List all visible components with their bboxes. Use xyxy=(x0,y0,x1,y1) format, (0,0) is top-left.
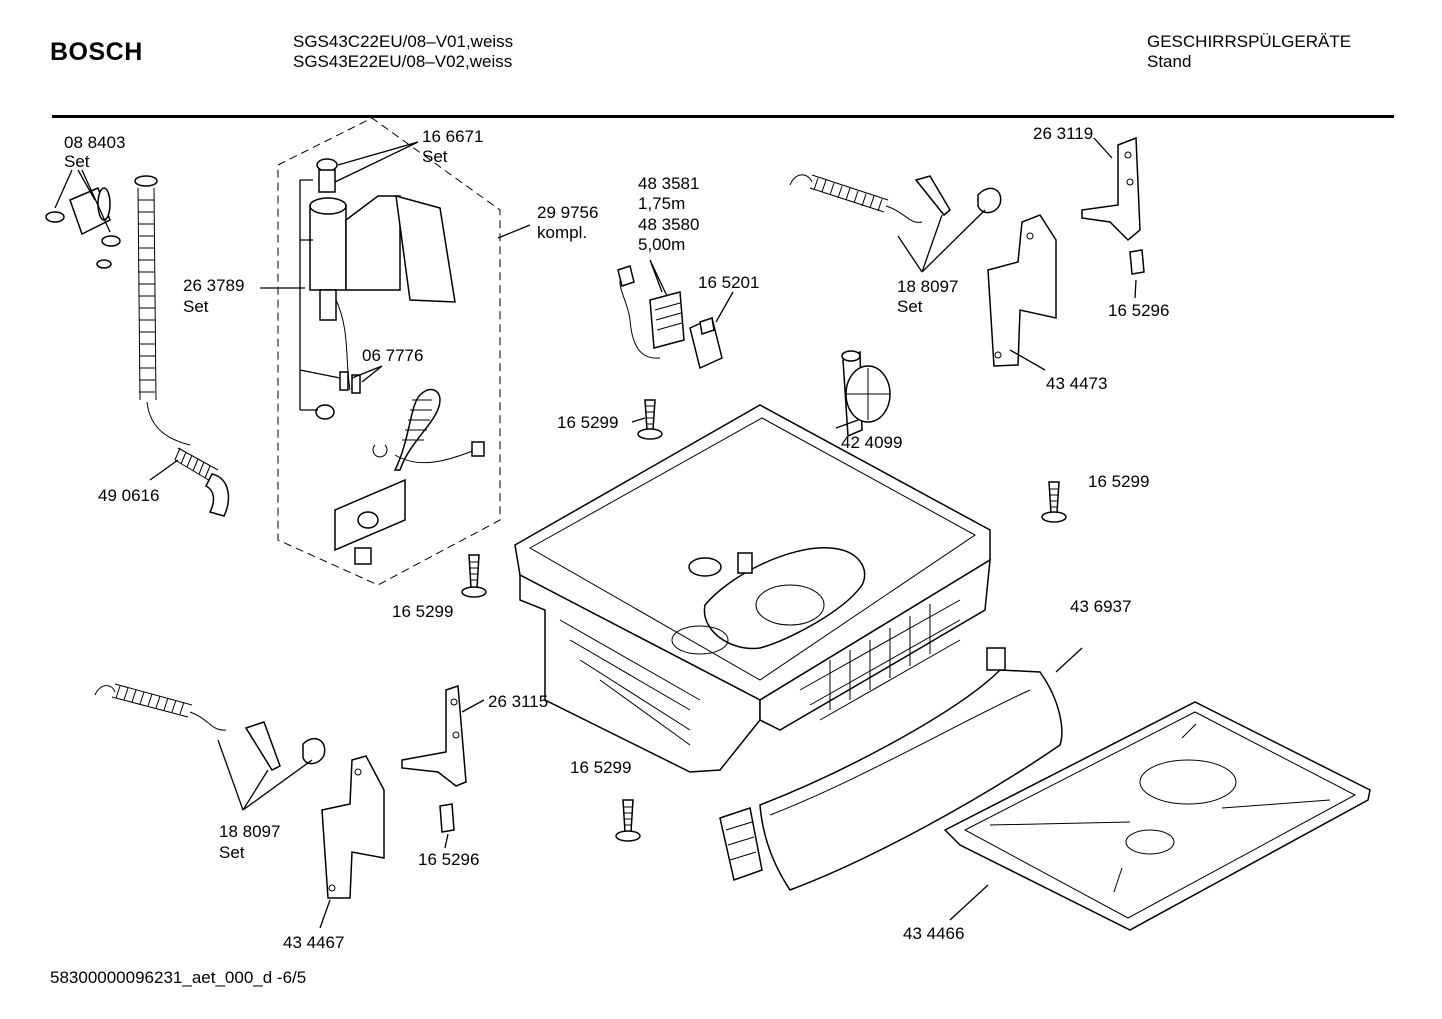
dishwasher-base-tub-illustration xyxy=(514,404,991,773)
hose-clamp-set-illustration xyxy=(45,187,121,269)
model-line-2: SGS43E22EU/08–V02,weiss xyxy=(293,52,513,71)
label-188097-bottom-set: Set xyxy=(219,843,245,862)
water-inlet-valve-illustration xyxy=(309,158,485,565)
label-299756-kompl: kompl. xyxy=(537,223,587,242)
label-483581: 48 3581 xyxy=(638,174,699,193)
label-483581-length: 1,75m xyxy=(638,194,685,213)
door-hinge-illustration-top xyxy=(987,136,1145,367)
label-165299-a: 16 5299 xyxy=(557,413,618,432)
label-490616: 49 0616 xyxy=(98,486,159,505)
label-188097-top: 18 8097 xyxy=(897,277,958,296)
drain-hose-illustration xyxy=(134,175,230,517)
label-188097-bottom: 18 8097 xyxy=(219,822,280,841)
label-263789: 26 3789 xyxy=(183,276,244,295)
label-165201: 16 5201 xyxy=(698,273,759,292)
label-483580-length: 5,00m xyxy=(638,235,685,254)
label-165299-b: 16 5299 xyxy=(1088,472,1149,491)
power-cable-illustration xyxy=(617,265,723,370)
leveling-foot-screw-2 xyxy=(461,554,487,598)
label-067776: 06 7776 xyxy=(362,346,423,365)
label-263115: 26 3115 xyxy=(488,692,548,711)
header-divider xyxy=(52,115,1394,118)
label-166671-set: Set xyxy=(422,147,448,166)
label-088403-set: Set xyxy=(64,152,90,171)
label-165296-top: 16 5296 xyxy=(1108,301,1169,320)
kit-boundary-outline xyxy=(277,117,501,586)
label-263119: 26 3119 xyxy=(1033,124,1093,143)
label-165299-d: 16 5299 xyxy=(570,758,631,777)
leader-lines xyxy=(54,137,1137,929)
base-plate-illustration xyxy=(943,701,1371,931)
plinth-kickboard-illustration xyxy=(719,647,1063,891)
label-434473: 43 4473 xyxy=(1046,374,1107,393)
leveling-foot-screw-4 xyxy=(615,799,641,842)
label-424099: 42 4099 xyxy=(841,433,902,452)
category-subtitle: Stand xyxy=(1147,52,1192,71)
leveling-foot-screw-1 xyxy=(637,399,663,440)
label-434466: 43 4466 xyxy=(903,924,964,943)
door-spring-illustration-bottom xyxy=(94,683,326,771)
category-title: GESCHIRRSPÜLGERÄTE xyxy=(1147,32,1352,51)
label-299756: 29 9756 xyxy=(537,203,598,222)
label-483580: 48 3580 xyxy=(638,215,699,234)
model-line-1: SGS43C22EU/08–V01,weiss xyxy=(293,32,514,51)
label-436937: 43 6937 xyxy=(1070,597,1131,616)
label-165299-c: 16 5299 xyxy=(392,602,453,621)
label-166671: 16 6671 xyxy=(422,127,483,146)
door-spring-illustration-top xyxy=(789,174,1002,223)
label-165296-bottom: 16 5296 xyxy=(418,850,479,869)
door-hinge-illustration-bottom xyxy=(321,684,467,899)
document-id: 58300000096231_aet_000_d -6/5 xyxy=(50,968,307,987)
label-088403: 08 8403 xyxy=(64,133,125,152)
brand-logo: BOSCH xyxy=(50,38,143,66)
leveling-foot-screw-3 xyxy=(1041,481,1067,523)
label-434467: 43 4467 xyxy=(283,933,344,952)
circulation-pump-illustration xyxy=(841,350,891,438)
label-263789-set: Set xyxy=(183,297,209,316)
label-188097-top-set: Set xyxy=(897,297,923,316)
